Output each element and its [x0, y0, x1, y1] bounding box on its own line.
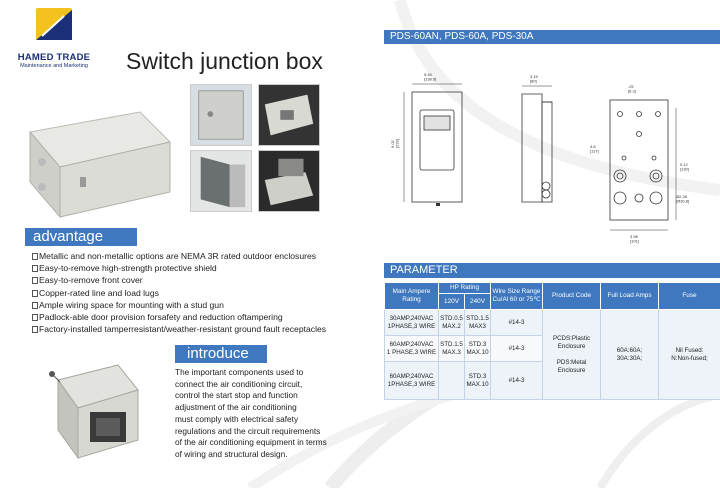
advantage-item-text: Easy-to-remove front cover	[39, 275, 143, 286]
advantage-item: Easy-to-remove high-strength protective …	[32, 262, 326, 274]
dim-front-width: 5.45[138.5]	[424, 72, 436, 82]
col-header-fuse: Fuse	[658, 282, 720, 310]
col-header-amps: Full Load Amps	[600, 282, 660, 310]
logo-mark-icon	[36, 8, 72, 40]
cell-full-load-amps: 60A:60A;30A:30A;	[600, 309, 660, 400]
thumb-photo-2	[258, 84, 320, 146]
cell-wire-size: #14-3	[490, 335, 544, 362]
parameter-heading: PARAMETER	[384, 263, 720, 278]
cell-wire-size: #14-3	[490, 361, 544, 400]
introduce-line: control the start stop and function	[175, 390, 298, 401]
introduce-line: regulations and the circuit requirements	[175, 425, 321, 436]
introduce-line: must comply with electrical safety	[175, 413, 299, 424]
introduce-line: of the air conditioning equipment in ter…	[175, 437, 327, 448]
cell-fuse: Nil Fused:N:Non-fused;	[658, 309, 720, 400]
page-title: Switch junction box	[126, 48, 323, 74]
advantage-item: Ample wiring space for mounting with a s…	[32, 299, 326, 311]
col-header-hp: HP Rating	[437, 282, 492, 294]
col-header-240v: 240V	[463, 293, 492, 310]
advantage-item-text: Factory-installed tamperresistant/weathe…	[39, 324, 327, 335]
col-header-code: Product Code	[542, 282, 602, 310]
advantage-item: Padlock-able door provision forsafety an…	[32, 311, 326, 323]
front-latch	[436, 203, 440, 206]
advantage-item: Metallic and non-metallic options are NE…	[32, 250, 326, 262]
introduce-line: of wiring and structural design.	[175, 448, 288, 459]
col-header-120v: 120V	[438, 293, 465, 310]
advantage-item-text: Ample wiring space for mounting with a s…	[39, 299, 224, 310]
checkbox-bullet-icon	[32, 265, 38, 273]
thumb-photo-4	[258, 150, 320, 212]
dim-back-hole: Ø2.28[Ø30.8]	[676, 194, 689, 204]
introduce-line: adjustment of the air conditioning	[175, 402, 297, 413]
brand-logo: HAMED TRADE Maintenance and Marketing	[8, 6, 98, 69]
dim-back-left-height: 4.6[117]	[590, 144, 599, 154]
checkbox-bullet-icon	[32, 253, 38, 260]
checkbox-bullet-icon	[32, 314, 38, 322]
advantage-item: Copper-rated line and load lugs	[32, 287, 326, 299]
dim-back-right-height: 5.12[130]	[680, 162, 689, 172]
dim-side-depth: 3.15[80]	[530, 74, 539, 84]
cell-wire-size: #14-3	[490, 309, 544, 336]
introduce-heading: introduce	[175, 345, 267, 363]
dim-front-height: 9.02[229]	[390, 139, 400, 148]
dim-back-top: .25[6.3]	[628, 84, 636, 94]
dim-back-bottom: 3.98[101]	[630, 234, 639, 244]
introduce-line: connect the air conditioning circuit,	[175, 378, 303, 389]
advantage-item-text: Easy-to-remove high-strength protective …	[39, 263, 217, 274]
brand-tagline: Maintenance and Marketing	[20, 63, 88, 69]
advantage-item-text: Metallic and non-metallic options are NE…	[39, 251, 317, 261]
thumb-photo-1	[190, 84, 252, 146]
brand-name: HAMED TRADE	[17, 52, 91, 63]
checkbox-bullet-icon	[32, 289, 38, 297]
advantage-item-text: Padlock-able door provision forsafety an…	[39, 312, 283, 323]
model-list: PDS-60AN, PDS-60A, PDS-30A	[384, 30, 720, 44]
introduce-line: The important components used to	[175, 367, 304, 377]
technical-drawing: 5.45[138.5] 9.02[229] 3.15[80] .25[6.3] …	[390, 72, 689, 244]
advantage-list: Metallic and non-metallic options are NE…	[32, 250, 326, 335]
checkbox-bullet-icon	[32, 326, 38, 334]
intro-product-photo	[49, 364, 139, 460]
advantage-item: Factory-installed tamperresistant/weathe…	[32, 323, 326, 335]
advantage-item: Easy-to-remove front cover	[32, 274, 326, 286]
checkbox-bullet-icon	[32, 301, 38, 309]
cell-hp-120v	[438, 361, 465, 400]
product-photo	[29, 111, 171, 219]
checkbox-bullet-icon	[32, 277, 38, 285]
advantage-heading: advantage	[25, 228, 137, 246]
thumb-photo-3	[190, 150, 252, 212]
advantage-item-text: Copper-rated line and load lugs	[39, 287, 159, 298]
